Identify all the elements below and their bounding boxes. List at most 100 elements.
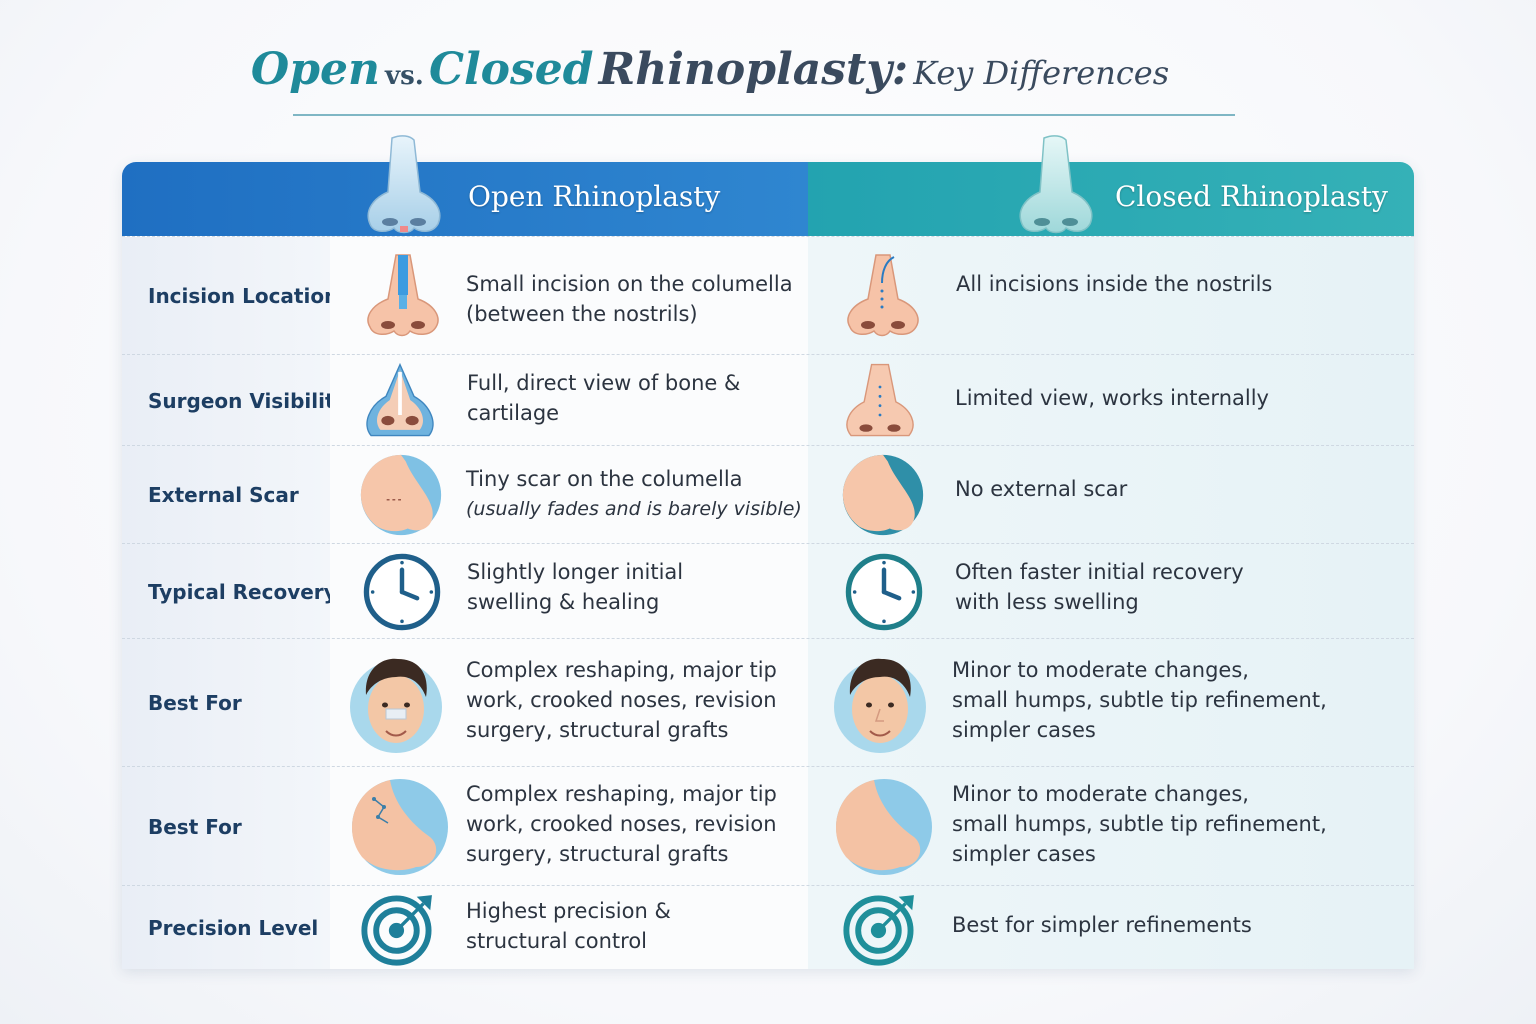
text-line: (usually fades and is barely visible) (466, 498, 802, 520)
text-line: Small incision on the columella (466, 272, 793, 296)
text-line: cartilage (467, 401, 560, 425)
nose-open-view-icon (366, 362, 434, 437)
page-title: Open vs. Closed Rhinoplasty: Key Differe… (0, 44, 1420, 95)
open-cell: Complex reshaping, major tip work, crook… (330, 639, 809, 767)
open-cell-text: Complex reshaping, major tip work, crook… (466, 779, 777, 869)
text-line: simpler cases (952, 842, 1096, 866)
open-cell: Highest precision & structural control (330, 886, 809, 969)
table-row: Typical Recovery Slightly longer initial… (122, 543, 1414, 639)
nose-internal-incision-icon (847, 254, 919, 337)
closed-cell: All incisions inside the nostrils (808, 237, 1414, 355)
table-row: Best For Complex reshaping, major tip wo… (122, 766, 1414, 886)
open-cell-text: Slightly longer initial swelling & heali… (467, 557, 683, 617)
open-cell: Small incision on the columella (between… (330, 237, 809, 355)
title-subtitle: Key Differences (913, 54, 1170, 92)
nose-icon (367, 135, 441, 234)
closed-cell: Minor to moderate changes, small humps, … (808, 767, 1414, 886)
text-line: (between the nostrils) (466, 302, 698, 326)
row-label-cell: Best For (122, 639, 330, 767)
text-line: No external scar (955, 477, 1128, 501)
text-line: Minor to moderate changes, (952, 658, 1249, 682)
header-closed: Closed Rhinoplasty (808, 135, 1414, 236)
table-row: Surgeon Visibility Full, direct view of … (122, 354, 1414, 446)
nose-limited-view-icon (846, 363, 914, 437)
open-cell: Slightly longer initial swelling & heali… (330, 544, 809, 639)
text-line: work, crooked noses, revision (466, 688, 777, 712)
row-label: Precision Level (148, 915, 319, 940)
text-line: small humps, subtle tip refinement, (952, 688, 1327, 712)
closed-cell-text: No external scar (955, 474, 1127, 504)
patient-bandaged-icon (350, 658, 442, 753)
open-cell: Full, direct view of bone & cartilage (330, 355, 809, 446)
nose-profile-icon (835, 779, 932, 875)
row-label: Best For (148, 691, 242, 715)
open-cell-text: Tiny scar on the columella (usually fade… (466, 464, 802, 524)
text-line: simpler cases (952, 718, 1096, 742)
text-line: Complex reshaping, major tip (466, 782, 777, 806)
nose-no-scar-icon (842, 454, 924, 536)
title-vs: vs. (385, 61, 424, 91)
text-line: small humps, subtle tip refinement, (952, 812, 1327, 836)
closed-cell: Often faster initial recovery with less … (808, 544, 1414, 639)
text-line: surgery, structural grafts (466, 718, 729, 742)
nose-grafts-icon (351, 779, 448, 875)
open-cell-text: Small incision on the columella (between… (466, 269, 793, 329)
text-line: Full, direct view of bone & (467, 371, 741, 395)
table-row: Precision Level Highest precision & stru… (122, 885, 1414, 969)
row-label-cell: Best For (122, 767, 330, 886)
target-icon (843, 895, 914, 966)
row-label-cell: Precision Level (122, 886, 330, 969)
closed-cell-text: Minor to moderate changes, small humps, … (952, 779, 1327, 869)
closed-cell: Best for simpler refinements (808, 886, 1414, 969)
row-label-cell: External Scar (122, 446, 330, 544)
open-cell: Complex reshaping, major tip work, crook… (330, 767, 809, 886)
row-label-cell: Incision Location (122, 237, 338, 355)
text-line: Limited view, works internally (955, 386, 1269, 410)
nose-scar-icon (360, 454, 442, 536)
clock-icon (845, 553, 923, 631)
text-line: Best for simpler refinements (952, 913, 1252, 937)
row-label: Surgeon Visibility (148, 388, 348, 413)
text-line: Highest precision & (466, 899, 671, 923)
text-line: structural control (466, 929, 648, 953)
title-rhinoplasty: Rhinoplasty: (598, 44, 909, 95)
closed-cell: Minor to moderate changes, small humps, … (808, 639, 1414, 767)
row-label-cell: Typical Recovery (122, 544, 337, 639)
text-line: with less swelling (955, 590, 1139, 614)
closed-cell-text: Best for simpler refinements (952, 910, 1252, 940)
text-line: surgery, structural grafts (466, 842, 729, 866)
patient-icon (834, 658, 926, 753)
table-row: External Scar Tiny scar on the columella… (122, 445, 1414, 544)
comparison-table: Open Rhinoplasty Closed Rhinoplasty Inci… (122, 135, 1414, 969)
closed-cell-text: Often faster initial recovery with less … (955, 557, 1244, 617)
target-icon (361, 895, 432, 966)
row-label: Best For (148, 814, 242, 839)
header-open-label: Open Rhinoplasty (468, 180, 721, 213)
open-cell-text: Full, direct view of bone & cartilage (467, 368, 740, 428)
text-line: Minor to moderate changes, (952, 782, 1249, 806)
title-open: Open (250, 44, 380, 95)
nose-icon (1019, 135, 1093, 234)
open-cell: Tiny scar on the columella (usually fade… (330, 446, 809, 544)
header-open: Open Rhinoplasty (122, 135, 808, 236)
title-closed: Closed (428, 44, 594, 95)
row-label: Typical Recovery (148, 579, 337, 604)
table-row: Best For Complex reshaping, major tip wo… (122, 638, 1414, 767)
header-closed-label: Closed Rhinoplasty (1115, 180, 1388, 213)
closed-cell: Limited view, works internally (808, 355, 1414, 446)
text-line: Slightly longer initial (467, 560, 684, 584)
text-line: Complex reshaping, major tip (466, 658, 777, 682)
closed-cell-text: Minor to moderate changes, small humps, … (952, 655, 1327, 745)
nose-incision-icon (367, 254, 439, 337)
open-cell-text: Highest precision & structural control (466, 896, 671, 956)
row-label: Incision Location (148, 284, 339, 308)
clock-icon (363, 553, 441, 631)
closed-cell: No external scar (808, 446, 1414, 544)
row-label-cell: Surgeon Visibility (122, 355, 348, 446)
text-line: All incisions inside the nostrils (956, 272, 1273, 296)
title-divider (293, 114, 1235, 116)
closed-cell-text: All incisions inside the nostrils (956, 269, 1272, 299)
text-line: Often faster initial recovery (955, 560, 1244, 584)
table-row: Incision Location Small incision on the … (122, 236, 1414, 355)
text-line: work, crooked noses, revision (466, 812, 777, 836)
